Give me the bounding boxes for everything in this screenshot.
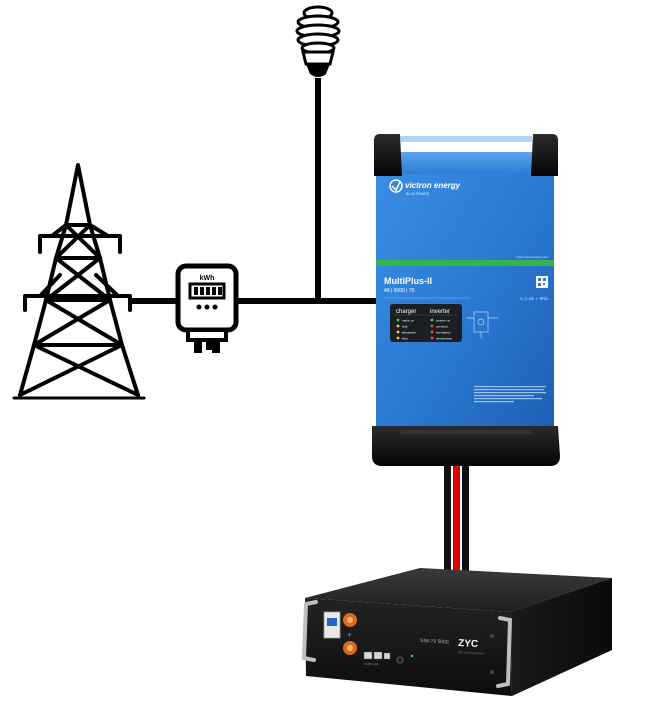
- charger-state-3: float: [402, 337, 408, 341]
- inverter-state-2: low battery: [436, 331, 451, 335]
- led-overload: [430, 324, 434, 328]
- victron-logo: victron energy BLUE POWER: [389, 179, 461, 196]
- transmission-tower-icon: [12, 163, 146, 400]
- inverter-model-spec: 48 | 5000 | 70: [384, 288, 415, 294]
- charger-title: charger: [396, 309, 416, 315]
- led-float: [396, 336, 400, 340]
- inverter-brand: victron energy: [405, 181, 461, 190]
- inverter-brand-tagline: BLUE POWER: [406, 192, 430, 196]
- svg-text:⚠ ⬡ CE ✓ IP21: ⚠ ⬡ CE ✓ IP21: [519, 296, 548, 301]
- inverter-accent-stripe: [376, 260, 554, 266]
- svg-text:RS485 CAN: RS485 CAN: [364, 662, 378, 666]
- dc-negative-cable-2: [462, 462, 469, 572]
- svg-text:Z&Y Communication: Z&Y Communication: [458, 650, 484, 655]
- svg-text:www.victronenergy.com: www.victronenergy.com: [517, 255, 549, 259]
- inverter-state-3: temperature: [436, 337, 453, 341]
- led-temperature: [430, 336, 434, 340]
- battery-brand: ZYC: [458, 638, 479, 650]
- inverter-status-panel: charger inverter mains on bulk absorptio…: [390, 304, 462, 342]
- cfl-bulb-icon: [295, 5, 341, 77]
- battery-comm-ports: [363, 651, 391, 660]
- led-mains-on: [396, 318, 400, 322]
- battery-model: SIM-70 5000: [420, 638, 449, 646]
- grid-to-meter-wire: [130, 298, 182, 304]
- wiring-schematic-icon: [466, 311, 498, 338]
- led-bulk: [396, 324, 400, 328]
- battery-rack-screws: [490, 634, 494, 674]
- led-inverter-on: [430, 318, 434, 322]
- battery-right-handle: [496, 616, 513, 688]
- charger-state-1: bulk: [402, 325, 408, 329]
- electricity-meter-icon: kWh: [175, 263, 239, 353]
- charger-state-0: mains on: [402, 319, 415, 323]
- led-absorption: [396, 330, 400, 334]
- inverter-title: inverter: [430, 309, 450, 315]
- inverter-warning-text: [474, 386, 546, 403]
- led-low-battery: [430, 330, 434, 334]
- wires: [130, 78, 469, 572]
- meter-to-inverter-wire: [232, 298, 378, 304]
- inverter-multiplus: victron energy BLUE POWER www.victronene…: [372, 134, 560, 466]
- bulb-feed-wire: [315, 78, 321, 304]
- battery-left-handle: [301, 600, 318, 662]
- qr-code-icon: [536, 276, 548, 288]
- inverter-model: MultiPlus-II: [384, 276, 432, 286]
- battery-negative-terminal: [343, 641, 357, 655]
- battery-status-led: [410, 654, 414, 658]
- battery-pack: + RS485 CAN SIM-70 5000 ZYC Z&Y Communic…: [301, 568, 612, 696]
- battery-positive-terminal: [343, 613, 357, 627]
- svg-text:+: +: [347, 632, 352, 639]
- inverter-state-1: overload: [436, 325, 448, 329]
- inverter-state-0: inverter on: [436, 319, 451, 323]
- dc-negative-cable: [444, 462, 451, 572]
- meter-unit-label: kWh: [200, 275, 215, 282]
- inverter-bottom-bumper: [372, 426, 560, 466]
- dc-positive-cable: [453, 462, 460, 572]
- charger-state-2: absorption: [402, 331, 416, 335]
- battery-power-button: [396, 656, 404, 664]
- inverter-top-bumpers: [374, 134, 558, 176]
